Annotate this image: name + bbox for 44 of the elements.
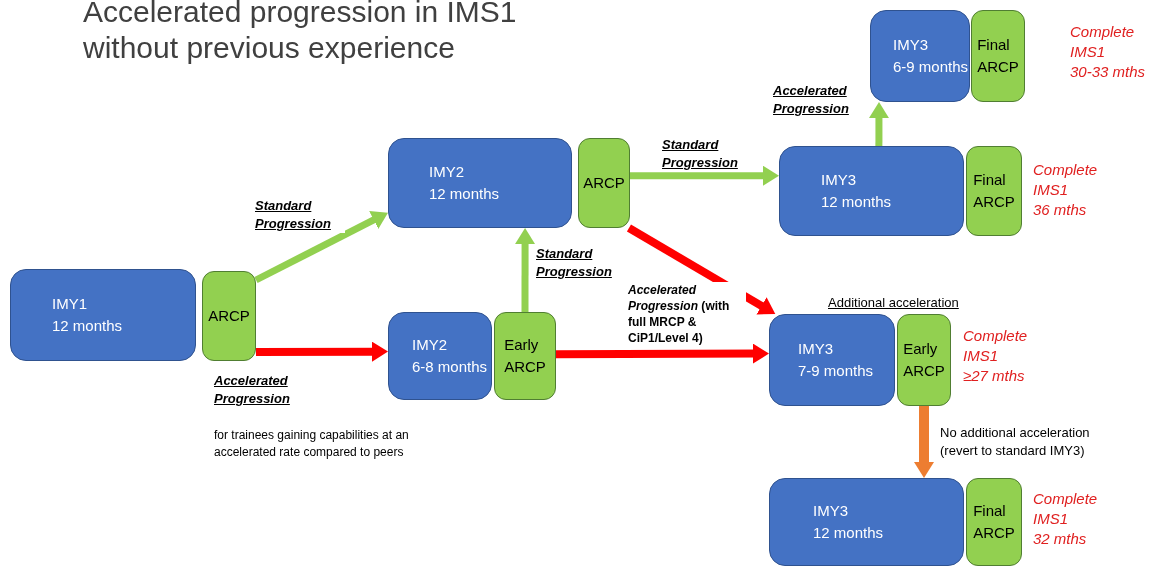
review-box bbox=[966, 146, 1022, 236]
stage-box bbox=[769, 478, 964, 566]
arrow bbox=[626, 224, 776, 315]
stage-box bbox=[870, 10, 970, 102]
box-text: IMY3 12 months bbox=[821, 170, 892, 212]
arrow bbox=[914, 406, 934, 478]
stage-box bbox=[388, 138, 572, 228]
arrow bbox=[556, 343, 769, 364]
review-box bbox=[897, 314, 951, 406]
completion-note: Complete IMS1 ≥27 mths bbox=[963, 326, 1028, 386]
edge-label: Accelerated Progression (with full MRCP & CiP1/Level 4) bbox=[628, 282, 746, 346]
box-text: IMY2 6-8 months bbox=[412, 335, 488, 377]
note-text: Additional acceleration bbox=[828, 295, 959, 311]
stage-box bbox=[769, 314, 895, 406]
box-text: ARCP bbox=[583, 173, 625, 193]
arrow bbox=[868, 102, 889, 146]
box-text: ARCP bbox=[208, 306, 250, 326]
box-text: IMY2 12 months bbox=[429, 162, 500, 204]
diagram-title: Accelerated progression in IMS1 without previous experience bbox=[83, 0, 518, 66]
arrow bbox=[256, 341, 388, 362]
stage-box bbox=[388, 312, 492, 400]
arrow bbox=[254, 211, 388, 284]
box-text: Final ARCP bbox=[977, 35, 1019, 77]
completion-note: Complete IMS1 30-33 mths bbox=[1070, 22, 1146, 82]
note-text: for trainees gaining capabilities at an accelerated rate compared to peers bbox=[214, 427, 410, 461]
review-box bbox=[494, 312, 556, 400]
review-box bbox=[578, 138, 630, 228]
box-text: Early ARCP bbox=[903, 339, 945, 381]
box-text: Early ARCP bbox=[504, 335, 546, 377]
arrow bbox=[515, 228, 536, 312]
box-text: Final ARCP bbox=[973, 170, 1015, 212]
completion-note: Complete IMS1 36 mths bbox=[1033, 160, 1098, 220]
review-box bbox=[202, 271, 256, 361]
box-text: IMY1 12 months bbox=[52, 294, 123, 336]
completion-note: Complete IMS1 32 mths bbox=[1033, 489, 1098, 549]
box-text: IMY3 12 months bbox=[813, 501, 884, 543]
box-text: Final ARCP bbox=[973, 501, 1015, 543]
box-text: IMY3 6-9 months bbox=[893, 35, 969, 77]
review-box bbox=[966, 478, 1022, 566]
stage-box bbox=[10, 269, 196, 361]
review-box bbox=[971, 10, 1025, 102]
box-text: IMY3 7-9 months bbox=[798, 339, 874, 381]
stage-box bbox=[779, 146, 964, 236]
arrow bbox=[630, 165, 779, 186]
